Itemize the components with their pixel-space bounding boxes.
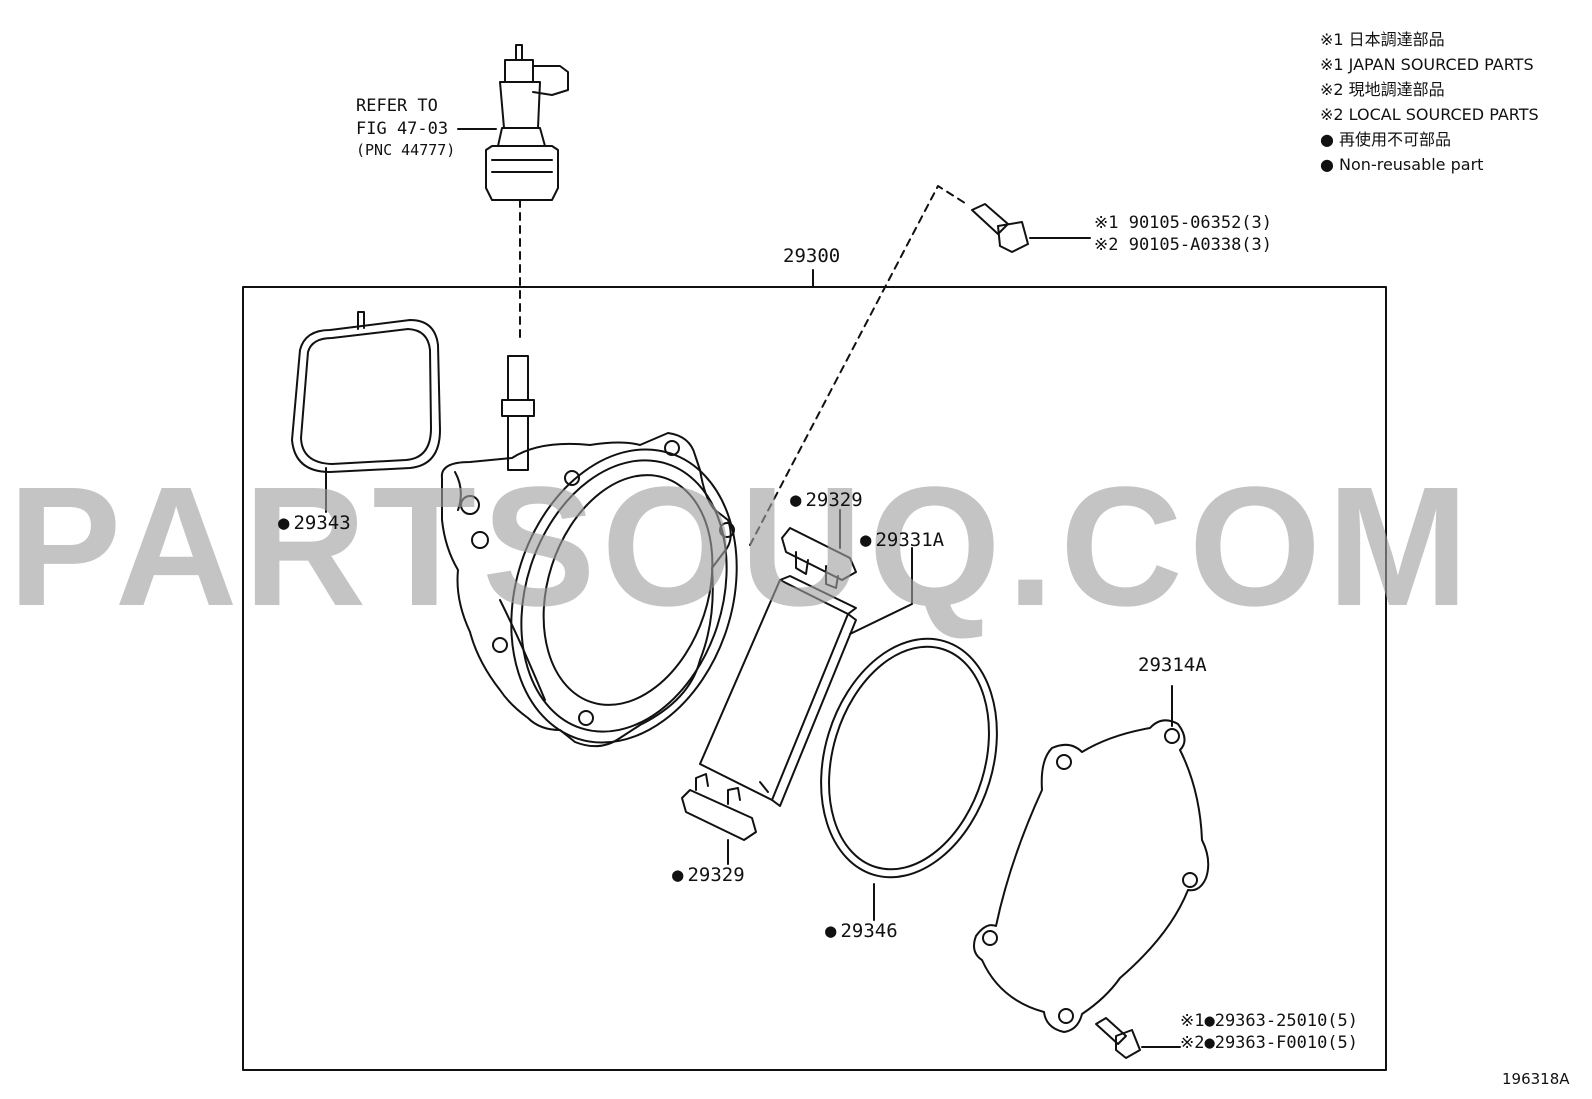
part-29343-number: 29343 (293, 512, 351, 534)
figure-id: 196318A (1502, 1070, 1570, 1088)
part-29329-upper-number: 29329 (805, 489, 863, 511)
refer-line2: FIG 47-03 (356, 119, 449, 139)
part-29331a-label[interactable]: 29331A (860, 529, 945, 551)
part-29329-upper-label[interactable]: 29329 (790, 489, 863, 511)
non-reusable-dot (790, 489, 805, 511)
refer-line3: (PNC 44777) (356, 141, 456, 159)
bolt-upper (971, 203, 1029, 253)
assembly-frame (242, 286, 1387, 1071)
non-reusable-dot (825, 920, 840, 942)
screw-lower-label-1[interactable]: ※1●29363-25010(5) (1180, 1011, 1359, 1031)
part-29314a-label[interactable]: 29314A (1138, 654, 1207, 676)
part-29343-label[interactable]: 29343 (278, 512, 351, 534)
non-reusable-dot (278, 512, 293, 534)
legend-japan-en: ※1 JAPAN SOURCED PARTS (1320, 55, 1534, 74)
sensor-connector (485, 44, 569, 201)
part-29346-label[interactable]: 29346 (825, 920, 898, 942)
non-reusable-dot (672, 864, 687, 886)
part-29329-lower-label[interactable]: 29329 (672, 864, 745, 886)
part-29331a-number: 29331A (875, 529, 945, 551)
legend-nonreuse-jp: ● 再使用不可部品 (1320, 130, 1452, 149)
pump-nipple (501, 355, 535, 471)
part-29329-lower-number: 29329 (687, 864, 745, 886)
legend: ※1 日本調達部品 ※1 JAPAN SOURCED PARTS ※2 現地調達… (1320, 32, 1539, 182)
screw-lower (1095, 1017, 1141, 1059)
gasket-29343 (291, 319, 441, 473)
vane-29331a (699, 575, 857, 807)
legend-nonreuse-en: ● Non-reusable part (1320, 155, 1484, 174)
non-reusable-dot (860, 529, 875, 551)
part-29346-number: 29346 (840, 920, 898, 942)
watermark: PARTSOUQ.COM (8, 452, 1475, 642)
legend-japan-jp: ※1 日本調達部品 (1320, 30, 1445, 49)
bolt-upper-label-1[interactable]: ※1 90105-06352(3) (1094, 213, 1273, 233)
screw-lower-label-2[interactable]: ※2●29363-F0010(5) (1180, 1033, 1359, 1053)
pump-housing (440, 432, 738, 748)
refer-line1: REFER TO (356, 96, 438, 116)
bolt-upper-label-2[interactable]: ※2 90105-A0338(3) (1094, 235, 1273, 255)
part-29300-label[interactable]: 29300 (783, 245, 841, 267)
cap-upper (781, 527, 857, 589)
cover-29314a (973, 719, 1210, 1033)
oring-29346 (820, 637, 998, 879)
legend-local-jp: ※2 現地調達部品 (1320, 80, 1445, 99)
cap-lower (681, 773, 757, 841)
legend-local-en: ※2 LOCAL SOURCED PARTS (1320, 105, 1539, 124)
